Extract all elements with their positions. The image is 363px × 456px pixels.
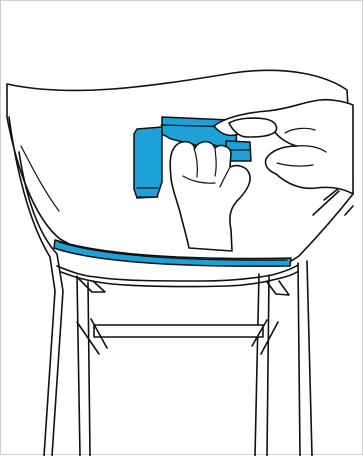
front-rail xyxy=(57,265,298,295)
lower-crossbar xyxy=(77,319,278,354)
